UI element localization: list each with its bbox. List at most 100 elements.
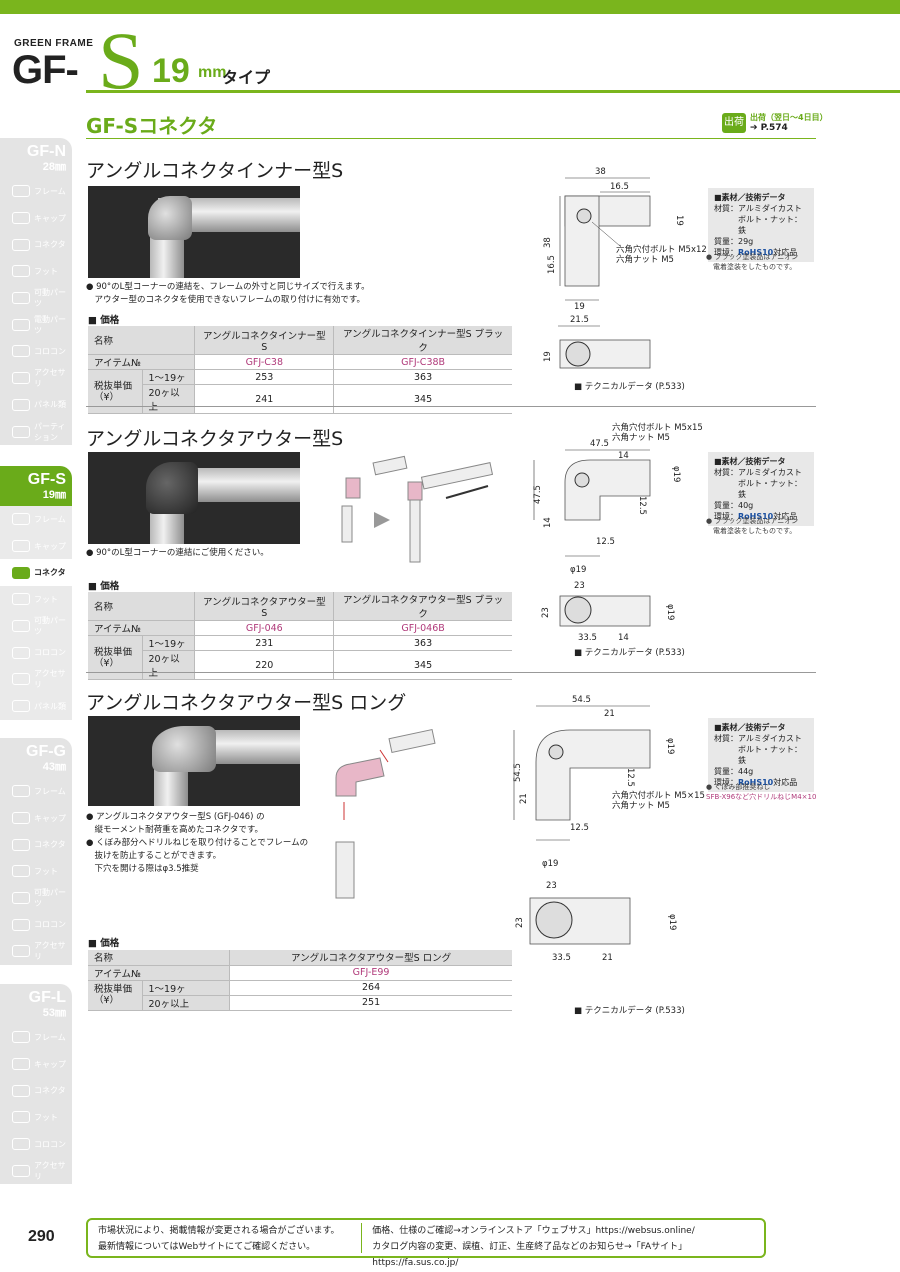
product-description: ● 90°のL型コーナーの連結にご使用ください。 [86, 548, 269, 558]
sidebar-item[interactable]: コネクタ [0, 831, 72, 859]
category-icon [12, 265, 30, 278]
sidebar-group-size: 19㎜ [42, 489, 66, 501]
spec-box: ■素材／技術データ 材質：アルミダイカスト ボルト・ナット：鉄 質量：29g 環… [708, 188, 814, 262]
sidebar-item[interactable]: 電動パーツ [0, 311, 72, 339]
fa-site-link[interactable]: カタログ内容の変更、誤植、訂正、生産終了品などのお知らせ→「FAサイト」http… [372, 1242, 688, 1268]
sidebar-item-label: コネクタ [34, 840, 66, 850]
sidebar-item-label: コロコン [34, 648, 66, 658]
sidebar-item[interactable]: フレーム [0, 506, 72, 533]
category-icon [12, 185, 30, 198]
sidebar-item[interactable]: パーティション [0, 418, 72, 445]
category-icon [12, 918, 30, 931]
drawing-outer-s: 六角穴付ボルト M5x15 六角ナット M5 47.5 14 φ19 12.5 … [533, 422, 703, 643]
sidebar-item[interactable]: コネクタ [0, 1077, 72, 1105]
sidebar-group-size: 53㎜ [42, 1007, 66, 1019]
sidebar-item[interactable]: アクセサリ [0, 666, 72, 693]
sidebar-item[interactable]: コネクタ [0, 231, 72, 259]
svg-text:38: 38 [543, 237, 553, 248]
sidebar-item[interactable]: アクセサリ [0, 364, 72, 392]
tech-data-link[interactable]: ■ テクニカルデータ (P.533) [574, 1006, 685, 1016]
drawing-outer-s-long: 54.5 21 φ19 12.5 54.5 21 六角穴付ボルト M5×15 六… [513, 695, 705, 963]
sidebar-item[interactable]: コロコン [0, 639, 72, 667]
sidebar-item-label: フット [34, 1112, 58, 1122]
sidebar-item[interactable]: フット [0, 586, 72, 613]
category-icon [12, 425, 30, 438]
spec-box: ■素材／技術データ 材質：アルミダイカスト ボルト・ナット：鉄 質量：40g 環… [708, 452, 814, 526]
sidebar-group-size: 43㎜ [42, 761, 66, 773]
sidebar-item[interactable]: フレーム [0, 178, 72, 205]
sidebar-item[interactable]: コロコン [0, 1130, 72, 1158]
svg-text:φ19: φ19 [671, 466, 681, 482]
sidebar-item[interactable]: フット [0, 258, 72, 285]
sidebar-item[interactable]: 可動パーツ [0, 884, 72, 912]
category-icon [12, 1031, 30, 1044]
sidebar-item[interactable]: フレーム [0, 1024, 72, 1051]
svg-text:六角ナット M5: 六角ナット M5 [616, 254, 674, 265]
sidebar-item-label: コネクタ [34, 568, 66, 578]
sidebar-item-label: キャップ [34, 1059, 66, 1069]
svg-text:38: 38 [595, 167, 606, 177]
sidebar-item[interactable]: キャップ [0, 1050, 72, 1078]
sidebar-group-size: 28㎜ [42, 161, 66, 173]
category-icon [12, 945, 30, 958]
sidebar-item[interactable]: アクセサリ [0, 938, 72, 965]
product-title: アングルコネクタアウター型S [86, 428, 344, 450]
sidebar-item-label: コロコン [34, 920, 66, 930]
sidebar-item[interactable]: キャップ [0, 204, 72, 232]
product-description: ● アングルコネクタアウター型S (GFJ-046) の 縦モーメント耐荷重を高… [86, 812, 309, 874]
category-icon [12, 1111, 30, 1124]
brand-type: タイプ [222, 68, 271, 87]
category-icon [12, 1164, 30, 1177]
sidebar-item-label: 可動パーツ [34, 288, 66, 309]
svg-text:φ19: φ19 [570, 565, 586, 575]
sidebar-item-label: フレーム [34, 514, 66, 524]
category-icon [12, 892, 30, 905]
sidebar-item[interactable]: パネル類 [0, 391, 72, 419]
sidebar-group-name: GF-N [26, 143, 66, 160]
price-label: ■ 価格 [88, 581, 120, 592]
svg-text:54.5: 54.5 [572, 695, 591, 705]
svg-text:φ19: φ19 [667, 914, 677, 930]
sidebar-item-label: フレーム [34, 186, 66, 196]
sidebar-item[interactable]: コロコン [0, 338, 72, 365]
sidebar-item-label: 可動パーツ [34, 616, 66, 637]
svg-text:47.5: 47.5 [590, 439, 609, 449]
spec-note: ● ブラック塗装品はアニオン 電着塗装をしたものです。 [706, 253, 799, 271]
sidebar-item-label: フット [34, 866, 58, 876]
sidebar-item-label: フレーム [34, 786, 66, 796]
truck-icon: 出荷 [722, 113, 746, 133]
tech-data-link[interactable]: ■ テクニカルデータ (P.533) [574, 648, 685, 658]
sidebar-item[interactable]: パネル類 [0, 692, 72, 720]
tech-data-link[interactable]: ■ テクニカルデータ (P.533) [574, 382, 685, 392]
category-icon [12, 540, 30, 553]
svg-text:φ19: φ19 [542, 859, 558, 869]
svg-text:21: 21 [602, 953, 613, 963]
sidebar-item[interactable]: 可動パーツ [0, 612, 72, 640]
sidebar-item[interactable]: コネクタ [0, 559, 72, 587]
sidebar-item[interactable]: 可動パーツ [0, 284, 72, 312]
sidebar-item[interactable]: フット [0, 1104, 72, 1131]
sidebar-item[interactable]: フレーム [0, 778, 72, 805]
sidebar-item[interactable]: コロコン [0, 911, 72, 939]
product-description: ● 90°のL型コーナーの連結を、フレームの外寸と同じサイズで行えます。 アウタ… [86, 282, 370, 305]
sidebar-item[interactable]: フット [0, 858, 72, 885]
category-icon [12, 700, 30, 713]
sidebar-group-name: GF-L [28, 989, 66, 1006]
store-link[interactable]: 価格、仕様のご確認→オンラインストア「ウェブサス」https://websus.… [372, 1226, 695, 1236]
ship-ref-link[interactable]: ➔ P.574 [750, 123, 788, 133]
svg-text:16.5: 16.5 [610, 182, 629, 192]
sidebar-item[interactable]: キャップ [0, 532, 72, 560]
sidebar-item[interactable]: アクセサリ [0, 1157, 72, 1185]
sidebar-item[interactable]: キャップ [0, 804, 72, 832]
svg-text:47.5: 47.5 [533, 485, 543, 504]
svg-text:φ19: φ19 [665, 604, 675, 620]
sidebar-item-label: 可動パーツ [34, 888, 66, 909]
spec-note: ● ブラック塗装品はアニオン 電着塗装をしたものです。 [706, 517, 799, 535]
svg-text:12.5: 12.5 [625, 768, 635, 787]
